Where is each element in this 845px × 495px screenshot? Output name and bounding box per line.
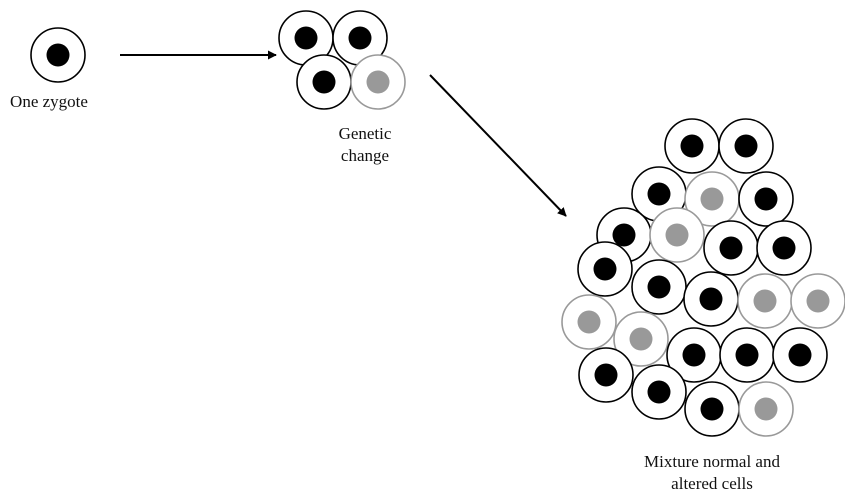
normal-cell [631,166,687,222]
normal-nucleus [682,343,706,367]
normal-cell [332,10,388,66]
normal-nucleus [647,182,671,206]
normal-cell [683,271,739,327]
normal-nucleus [719,236,743,260]
normal-nucleus [312,70,336,94]
altered-nucleus [629,327,653,351]
altered-nucleus [577,310,601,334]
arrow-genetic-change-to-mixture [429,74,567,217]
normal-cell [577,241,633,297]
normal-cell [578,347,634,403]
altered-cell [649,207,705,263]
normal-nucleus [700,397,724,421]
normal-nucleus [348,26,372,50]
normal-nucleus [647,380,671,404]
mixture-label: Mixture normal and altered cells [612,451,812,495]
normal-cell [631,259,687,315]
normal-nucleus [593,257,617,281]
normal-nucleus [647,275,671,299]
genetic-change-label-line2: change [340,146,390,165]
altered-nucleus [665,223,689,247]
genetic-change-label: Genetic change [305,123,425,167]
normal-cell [772,327,828,383]
altered-cell [790,273,845,329]
normal-cell [684,381,740,437]
mixture-label-line1: Mixture normal and [644,452,780,471]
altered-cell [613,311,669,367]
normal-cell [30,27,86,83]
normal-cell [703,220,759,276]
normal-nucleus [699,287,723,311]
normal-nucleus [734,134,758,158]
normal-cell [738,171,794,227]
altered-nucleus [753,289,777,313]
altered-cell [738,381,794,437]
mixture-cell-group [561,118,845,437]
altered-nucleus [700,187,724,211]
genetic-change-cell-group [278,10,406,110]
altered-nucleus [366,70,390,94]
normal-nucleus [680,134,704,158]
altered-cell [737,273,793,329]
normal-nucleus [788,343,812,367]
normal-nucleus [594,363,618,387]
normal-cell [664,118,720,174]
normal-cell [719,327,775,383]
normal-cell [296,54,352,110]
mixture-label-line2: altered cells [671,474,753,493]
genetic-change-label-line1: Genetic [338,124,392,143]
normal-cell [718,118,774,174]
zygote-cell-group [30,27,86,83]
normal-cell [756,220,812,276]
zygote-label-text: One zygote [10,92,88,111]
altered-cell [350,54,406,110]
altered-nucleus [806,289,830,313]
normal-nucleus [612,223,636,247]
normal-nucleus [772,236,796,260]
zygote-label: One zygote [0,91,98,113]
normal-nucleus [294,26,318,50]
normal-cell [666,327,722,383]
normal-cell [631,364,687,420]
altered-nucleus [754,397,778,421]
normal-nucleus [754,187,778,211]
normal-nucleus [735,343,759,367]
altered-cell [561,294,617,350]
normal-nucleus [46,43,70,67]
